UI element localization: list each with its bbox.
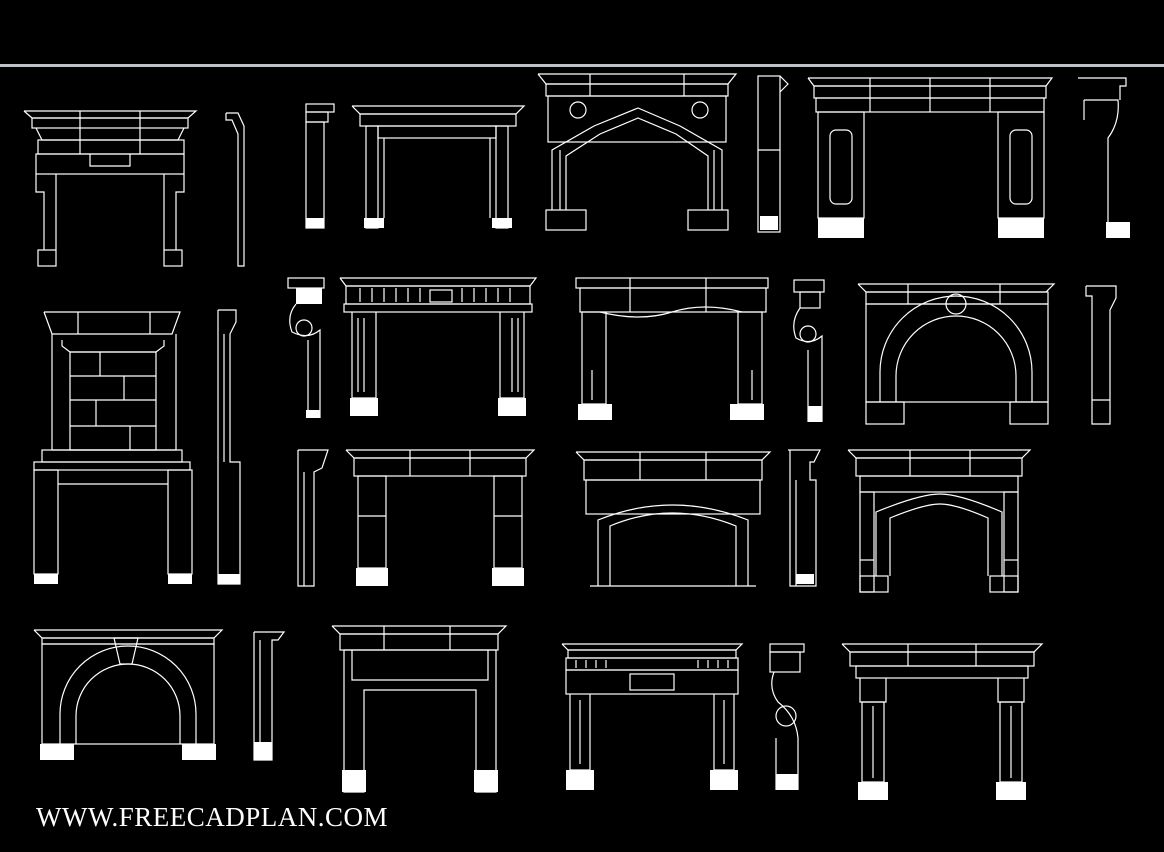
fireplace-section-5: [217, 309, 241, 585]
fireplace-elevation-4: [807, 77, 1054, 238]
top-rule: [0, 64, 1164, 67]
fireplace-elevation-3: [537, 73, 738, 231]
fireplace-elevation-13: [331, 625, 508, 793]
fireplace-section-3: [757, 75, 789, 233]
fireplace-elevation-14: [561, 643, 744, 790]
fireplace-elevation-15: [841, 643, 1044, 800]
fireplace-section-9: [297, 449, 329, 587]
fireplace-section-8: [1085, 285, 1117, 425]
fireplace-section-4: [1078, 77, 1130, 238]
fireplace-elevation-2: [351, 105, 526, 229]
fireplace-section-1: [225, 112, 245, 267]
site-url: WWW.FREECADPLAN.COM: [36, 802, 389, 832]
fireplace-elevation-6: [339, 277, 538, 416]
fireplace-elevation-9: [345, 449, 536, 586]
fireplace-elevation-5: [33, 311, 193, 584]
fireplace-section-6: [287, 277, 325, 418]
fireplace-elevation-11: [847, 449, 1032, 593]
fireplace-section-14: [769, 643, 805, 790]
fireplace-elevation-1: [23, 110, 198, 267]
fireplace-section-7: [793, 279, 825, 422]
fireplace-elevation-12: [33, 629, 224, 760]
fireplace-section-10: [788, 449, 821, 587]
fireplace-elevation-7: [575, 277, 769, 420]
fireplace-elevation-10: [575, 451, 772, 587]
fireplace-section-12: [253, 631, 286, 761]
fireplace-elevation-8: [857, 283, 1056, 425]
fireplace-section-2: [305, 103, 335, 229]
